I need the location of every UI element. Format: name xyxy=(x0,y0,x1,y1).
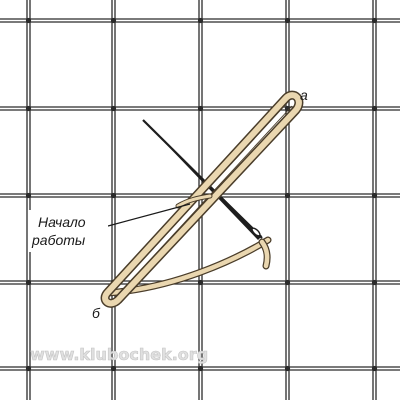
grid-knot xyxy=(110,365,117,372)
grid-vertical-line xyxy=(26,0,31,400)
start-strand xyxy=(175,193,213,209)
grid-knot xyxy=(284,279,291,286)
point-a-label: а xyxy=(300,87,308,103)
grid-vertical-line xyxy=(285,0,290,400)
watermark: www.klubochek.org xyxy=(30,345,208,364)
grid-knot xyxy=(371,365,378,372)
grid-knot xyxy=(110,105,117,112)
start-label-line2: работы xyxy=(31,232,86,248)
grid-knot xyxy=(197,17,204,24)
grid-intersection-knots xyxy=(25,17,378,372)
grid-knot xyxy=(371,17,378,24)
grid-knot xyxy=(25,17,32,24)
grid-knot xyxy=(25,279,32,286)
grid-knot xyxy=(371,279,378,286)
grid-knot xyxy=(284,192,291,199)
point-b-label: б xyxy=(92,305,101,321)
grid-knot xyxy=(25,192,32,199)
grid-knot xyxy=(197,105,204,112)
grid-knot xyxy=(371,192,378,199)
grid-knot xyxy=(25,105,32,112)
start-label-line1: Начало xyxy=(38,214,86,230)
grid-knot xyxy=(371,105,378,112)
grid-knot xyxy=(110,17,117,24)
start-pointer-line xyxy=(107,203,191,227)
start-label-bg xyxy=(28,210,108,252)
needle xyxy=(142,119,263,240)
grid-knot xyxy=(197,365,204,372)
grid-knot xyxy=(110,192,117,199)
grid-knot xyxy=(284,365,291,372)
grid-knot xyxy=(197,279,204,286)
grid-vertical-line xyxy=(372,0,377,400)
grid-knot xyxy=(284,17,291,24)
grid-knot xyxy=(25,365,32,372)
grid-vertical-line xyxy=(111,0,116,400)
